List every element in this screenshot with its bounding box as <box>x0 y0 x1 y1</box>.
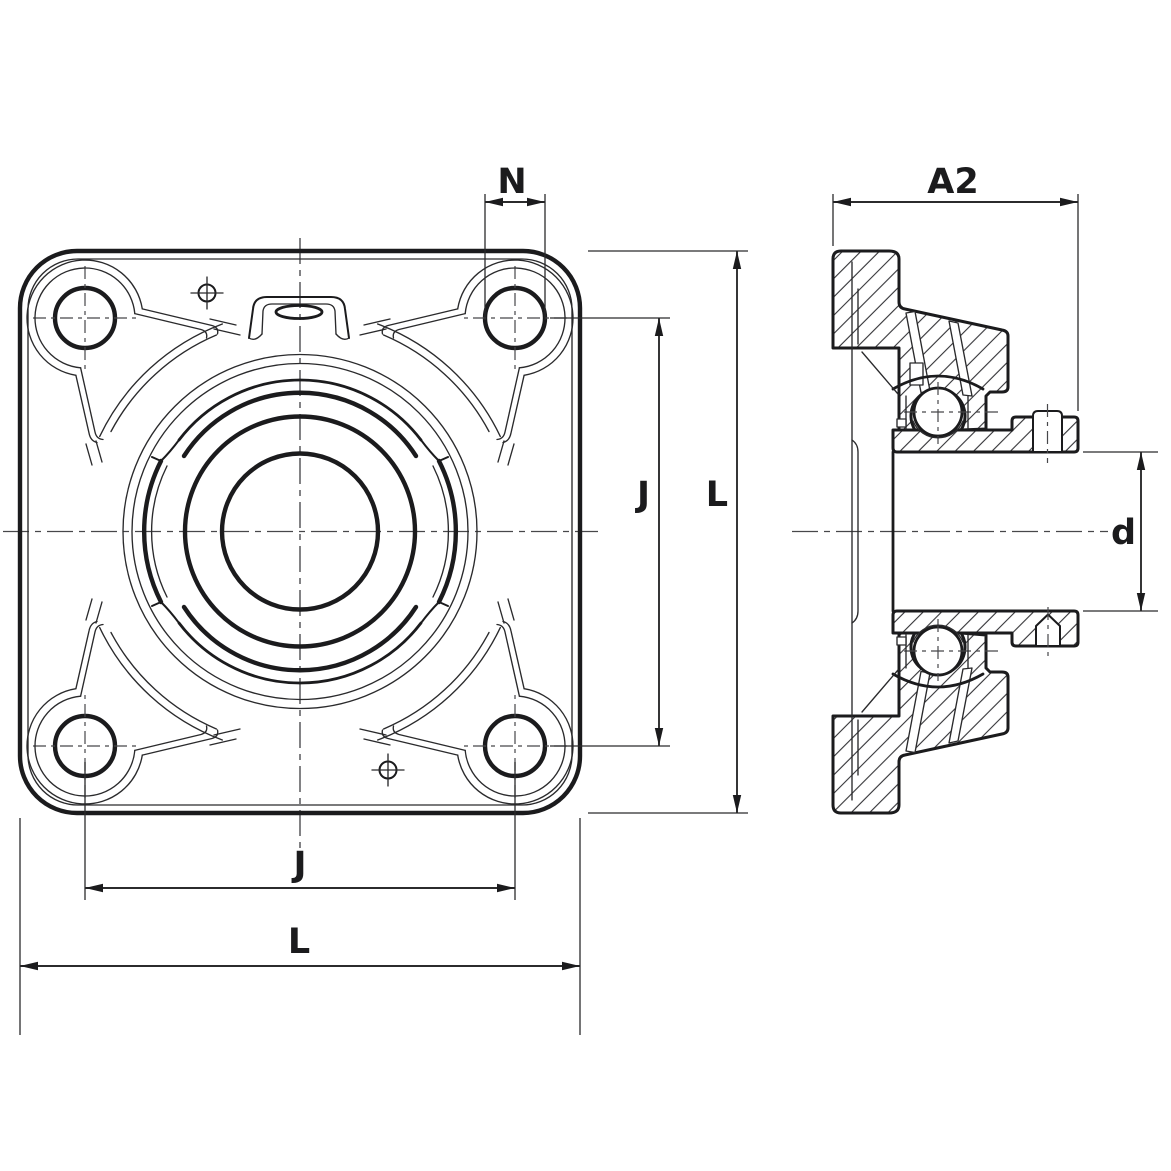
grease-bracket-inner <box>261 303 337 335</box>
dim-label-j-vertical: J <box>635 475 650 515</box>
grease-bracket-outer <box>248 296 350 339</box>
insert-od-arc-top <box>181 390 419 459</box>
grease-fitting <box>248 296 350 340</box>
inner-ring-bottom <box>891 609 1080 648</box>
dim-d: d <box>1083 451 1158 612</box>
wing-line-4 <box>75 374 98 444</box>
ball-top-crosshair <box>904 382 1002 444</box>
left-slot-bracket <box>142 458 164 605</box>
grease-nipple <box>274 304 324 320</box>
dim-label-n: N <box>497 162 526 202</box>
flange-outline <box>17 248 583 816</box>
dim-label-d: d <box>1111 513 1136 553</box>
left-slot-ticks <box>151 456 162 607</box>
seat-arc-top <box>177 378 423 442</box>
set-screw-bottom <box>1035 613 1061 647</box>
lobe-arc-inner <box>34 267 136 369</box>
shaft-bore-circle <box>219 451 381 612</box>
grease-bracket-feet <box>248 333 350 340</box>
bolt-hole-corner <box>26 259 241 466</box>
inner-ring-top <box>891 415 1080 454</box>
break-dashes-top <box>209 318 241 336</box>
insert-ring-circle <box>182 414 418 649</box>
raceway-top <box>912 420 964 439</box>
seat-arc-bottom <box>177 621 423 685</box>
break-dashes-side <box>85 440 103 466</box>
raceway-bottom <box>912 624 964 643</box>
seal-detail-bottom <box>896 636 907 646</box>
housing-boss-circle <box>131 362 469 701</box>
housing-boss-circle-outer <box>122 353 478 710</box>
wing-line-1 <box>134 312 208 339</box>
dim-label-l-vertical: L <box>706 475 728 515</box>
insert-od-arc-bottom <box>181 604 419 673</box>
bolt-hole-corner-bl <box>27 599 240 804</box>
dim-label-l-horizontal: L <box>288 922 310 962</box>
lobe-arc-outer <box>26 259 143 376</box>
front-view <box>3 238 598 848</box>
seal-detail-top <box>896 418 907 428</box>
dimensions: N J L J <box>19 162 1158 1035</box>
right-slot-ticks <box>438 456 449 607</box>
bolt-hole-corner-tr <box>360 260 573 465</box>
dim-a2: A2 <box>832 162 1079 411</box>
dim-label-j-horizontal: J <box>291 845 306 885</box>
dim-label-a2: A2 <box>927 162 978 202</box>
section-view <box>792 249 1108 815</box>
casting-mark-bottom <box>371 753 405 787</box>
housing-arc-a <box>110 334 218 433</box>
seal-faces <box>905 395 969 669</box>
seat-arc-hooks <box>160 439 440 624</box>
insert-od-top <box>891 374 985 391</box>
dim-j-vertical: J <box>550 317 670 747</box>
dim-n: N <box>484 162 546 320</box>
housing-arc-b <box>99 323 223 438</box>
casting-mark-top <box>190 276 224 310</box>
dim-l-horizontal: L <box>19 818 581 1035</box>
right-slot-bracket <box>436 458 458 605</box>
dim-l-vertical: L <box>588 250 748 814</box>
right-slot-bracket-inner <box>432 465 450 598</box>
pilot-boss-edge <box>851 439 859 624</box>
bolt-hole-corner-br <box>360 599 573 804</box>
insert-od-bottom <box>891 672 985 689</box>
cast-channel-4 <box>948 667 973 744</box>
wing-line-3 <box>79 367 104 441</box>
cast-channel-2 <box>948 320 973 397</box>
left-slot-bracket-inner <box>150 465 168 598</box>
dim-j-horizontal: J <box>84 762 516 900</box>
rib-shadow-lines <box>861 351 899 713</box>
ball-bottom-crosshair <box>904 619 1002 681</box>
flange-inner-edge <box>27 258 573 806</box>
wing-line-2 <box>141 308 219 335</box>
